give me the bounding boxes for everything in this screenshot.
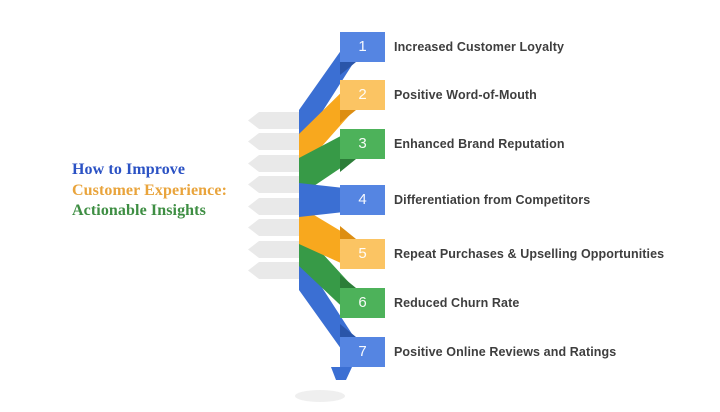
title-line-3: Actionable Insights bbox=[72, 202, 206, 219]
step-label-7: Positive Online Reviews and Ratings bbox=[394, 345, 617, 359]
gray-arrow bbox=[248, 133, 301, 150]
step-number-7: 7 bbox=[358, 343, 367, 360]
step-label-5: Repeat Purchases & Upselling Opportuniti… bbox=[394, 247, 665, 261]
step-number-1: 1 bbox=[358, 38, 367, 55]
ribbon-fold-2 bbox=[340, 110, 356, 123]
step-box-5 bbox=[340, 239, 385, 269]
step-number-6: 6 bbox=[358, 294, 367, 311]
ribbon-step-5 bbox=[299, 206, 385, 269]
step-label-6: Reduced Churn Rate bbox=[394, 296, 520, 310]
gray-arrow bbox=[248, 112, 301, 129]
infographic-title: How to Improve Customer Experience: Acti… bbox=[72, 160, 282, 222]
ribbon-step-7 bbox=[299, 252, 385, 380]
title-line-2: Customer Experience: bbox=[72, 181, 227, 199]
step-box-6 bbox=[340, 288, 385, 318]
ribbon-band-4 bbox=[299, 183, 344, 217]
step-label-1: Increased Customer Loyalty bbox=[394, 40, 565, 54]
ribbon-shadow bbox=[295, 390, 345, 402]
step-box-4 bbox=[340, 185, 385, 215]
ribbon-fold-3 bbox=[340, 159, 356, 172]
gray-arrow-stack bbox=[248, 112, 301, 279]
step-label-4: Differentiation from Competitors bbox=[394, 193, 591, 207]
title-line-1: How to Improve bbox=[72, 161, 186, 178]
step-box-7 bbox=[340, 337, 385, 367]
gray-arrow bbox=[248, 241, 301, 258]
ribbon-step-3 bbox=[299, 129, 385, 196]
step-number-2: 2 bbox=[358, 86, 367, 103]
ribbon-fold-7 bbox=[340, 324, 356, 337]
step-box-2 bbox=[340, 80, 385, 110]
step-number-3: 3 bbox=[358, 135, 367, 152]
step-label-3: Enhanced Brand Reputation bbox=[394, 137, 565, 151]
gray-arrow bbox=[248, 176, 301, 193]
step-label-2: Positive Word-of-Mouth bbox=[394, 88, 537, 102]
ribbon-step-2 bbox=[299, 80, 385, 172]
step-box-1 bbox=[340, 32, 385, 62]
ribbon-step-1 bbox=[299, 32, 385, 148]
step-box-3 bbox=[340, 129, 385, 159]
ribbon-fold-6 bbox=[340, 275, 356, 288]
ribbon-fold-1 bbox=[340, 62, 356, 75]
step-number-5: 5 bbox=[358, 245, 367, 262]
gray-arrow bbox=[248, 262, 301, 279]
gray-arrow bbox=[248, 198, 301, 215]
step-number-4: 4 bbox=[358, 191, 367, 208]
ribbon-step-6 bbox=[299, 228, 385, 318]
gray-arrow bbox=[248, 155, 301, 172]
ribbon-step-4 bbox=[299, 183, 385, 217]
ribbon-fold-5 bbox=[340, 226, 356, 239]
ribbon-tail-7 bbox=[331, 367, 352, 380]
gray-arrow bbox=[248, 219, 301, 236]
